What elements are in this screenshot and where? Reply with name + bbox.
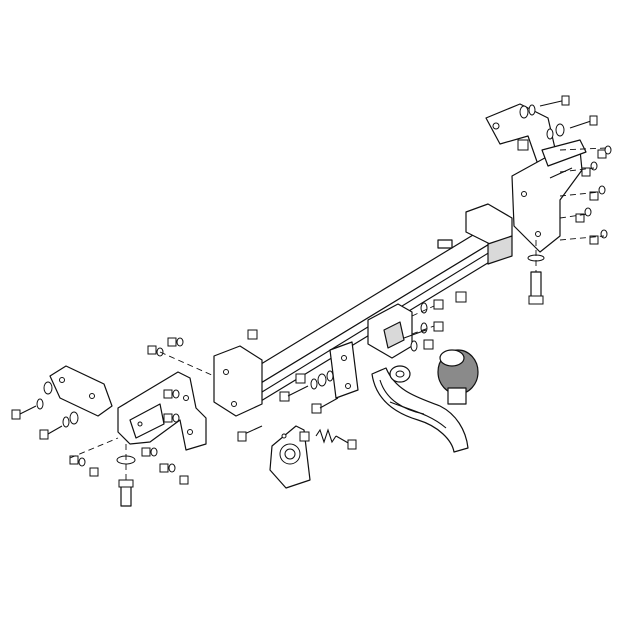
center-fastener-group xyxy=(403,291,467,352)
nuts-left-top xyxy=(147,337,215,377)
left-fastener-group xyxy=(11,337,215,507)
beam-right-end xyxy=(437,203,513,265)
nuts-left-bracket xyxy=(141,447,189,485)
bolt-left-1 xyxy=(11,381,53,420)
bolt-vertical-left xyxy=(116,444,136,507)
center-hitch-assembly xyxy=(329,303,413,399)
nuts-left-bracket-side xyxy=(163,389,180,423)
bolt-top-right-1 xyxy=(519,95,570,119)
tow-ball-neck xyxy=(371,365,469,453)
bolt-left-2 xyxy=(39,411,79,440)
right-fastener-group xyxy=(519,95,612,305)
left-mounting-bracket xyxy=(117,371,207,451)
left-outer-bracket xyxy=(49,365,113,417)
tow-ball xyxy=(437,349,479,405)
right-mounting-bracket xyxy=(485,103,587,253)
bolt-vertical-right xyxy=(527,240,545,305)
spring-bolt xyxy=(299,428,357,450)
nuts-left-lower xyxy=(69,437,119,477)
bolt-top-right-2 xyxy=(546,115,598,140)
beam-left-end-plate xyxy=(213,329,263,417)
